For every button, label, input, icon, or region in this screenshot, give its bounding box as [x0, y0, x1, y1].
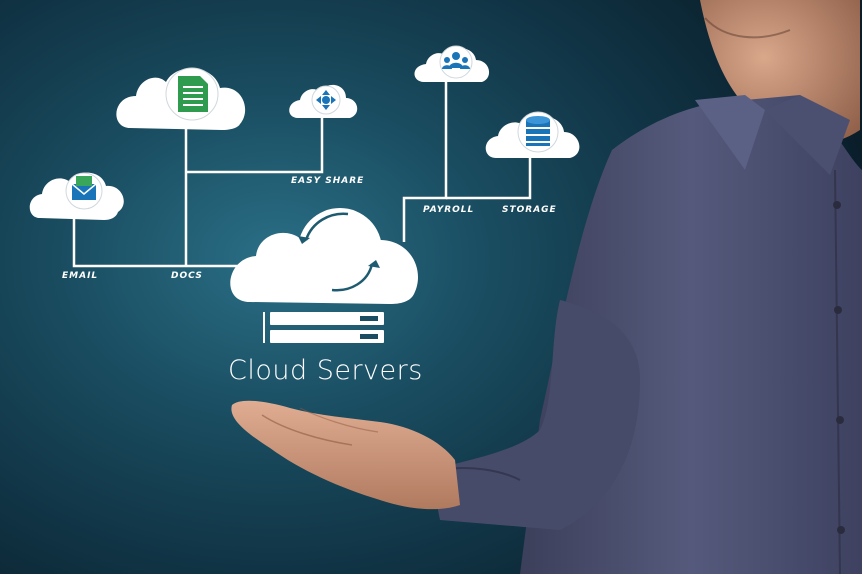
- server-icon: [263, 312, 384, 343]
- connector-lines: [72, 82, 532, 268]
- label-email: EMAIL: [62, 271, 99, 281]
- label-docs: DOCS: [171, 271, 203, 281]
- email-icon: [71, 176, 97, 200]
- cloud-payroll: [414, 45, 490, 82]
- document-icon: [178, 76, 208, 112]
- cloud-docs: [116, 67, 246, 130]
- label-payroll: PAYROLL: [423, 205, 475, 215]
- cloud-storage: [485, 111, 580, 158]
- label-storage: STORAGE: [502, 205, 557, 215]
- cloud-servers-main: [230, 208, 419, 304]
- man-figure: [231, 0, 862, 574]
- share-icon: [316, 90, 336, 110]
- label-easy-share: EASY SHARE: [291, 176, 365, 186]
- cloud-email: [29, 172, 124, 220]
- cloud-easy-share: [289, 84, 358, 118]
- people-icon: [442, 52, 470, 69]
- database-icon: [526, 116, 550, 146]
- diagram-title: Cloud Servers: [228, 355, 423, 386]
